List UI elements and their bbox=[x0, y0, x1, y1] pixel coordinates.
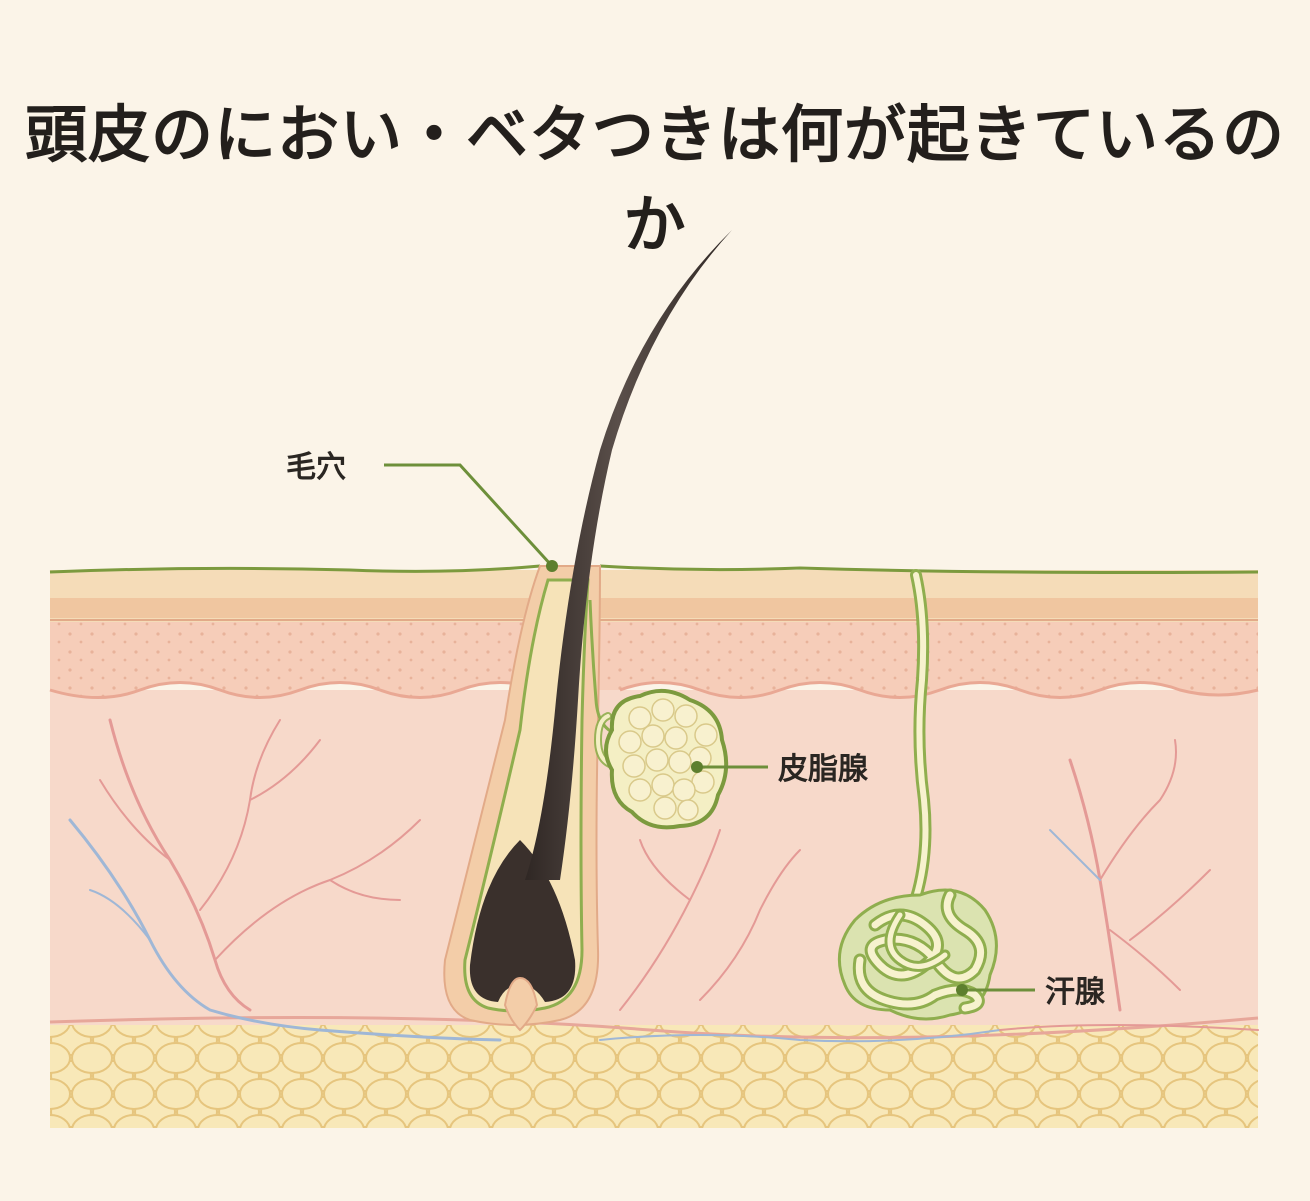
fat-layer bbox=[50, 1020, 1258, 1128]
blood-vessels-middle bbox=[599, 829, 1001, 1043]
diagram-title: 頭皮のにおい・ベタつきは何が起きているのか bbox=[24, 98, 1285, 261]
sebaceous-duct bbox=[588, 599, 621, 737]
sebaceous-gland bbox=[604, 688, 729, 830]
sweat-gland-label: 汗腺 bbox=[1045, 975, 1106, 1010]
pore-leader-line bbox=[384, 463, 554, 568]
sebaceous-pointer-dot bbox=[691, 761, 703, 773]
skin-surface bbox=[49, 564, 1259, 574]
blood-vessels-left bbox=[68, 718, 502, 1042]
pore-pointer-dot bbox=[546, 560, 558, 572]
sweat-pointer-dot bbox=[956, 984, 968, 996]
label-leader-lines bbox=[384, 463, 1035, 992]
blood-vessels-right bbox=[999, 739, 1259, 1031]
hair-shaft bbox=[525, 230, 732, 880]
pore-label: 毛穴 bbox=[286, 450, 346, 485]
sebaceous-gland-label: 皮脂腺 bbox=[778, 752, 869, 787]
